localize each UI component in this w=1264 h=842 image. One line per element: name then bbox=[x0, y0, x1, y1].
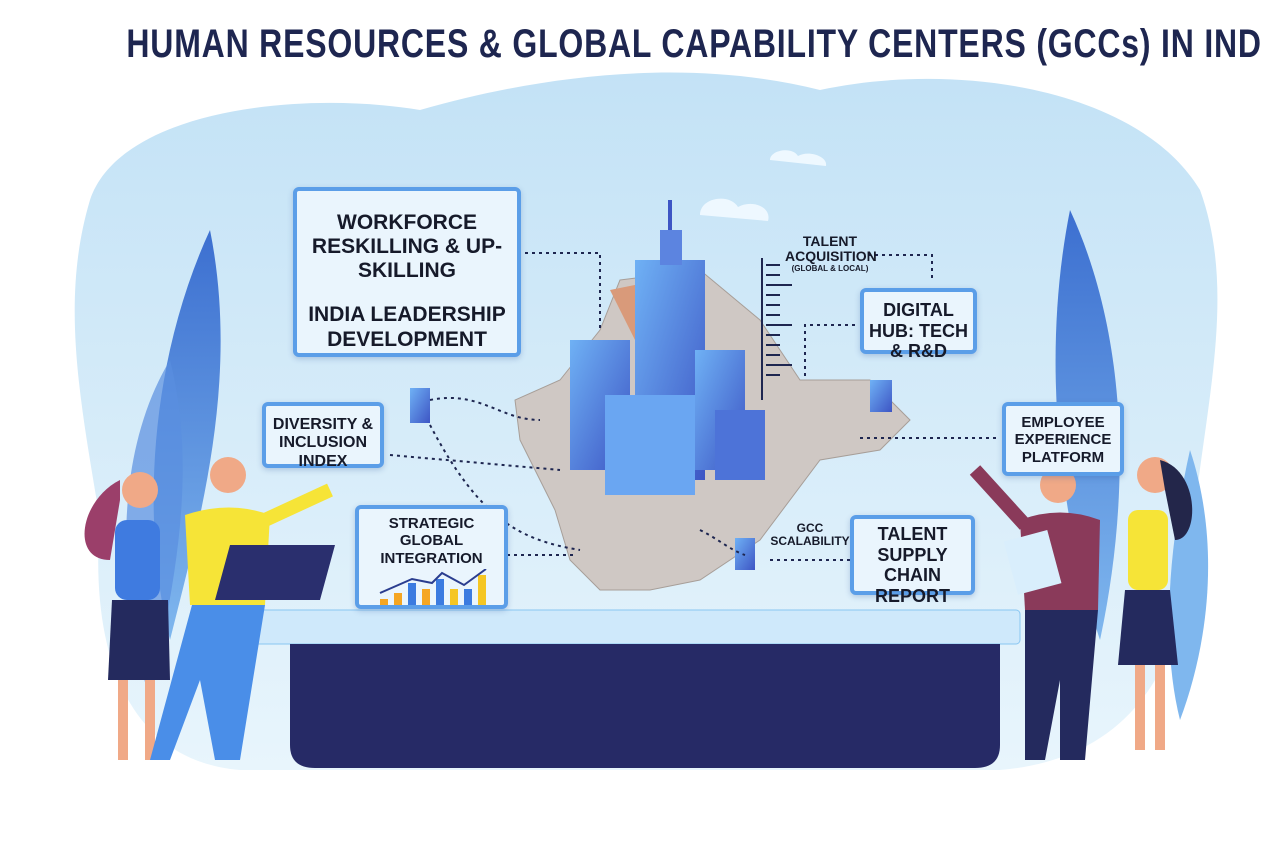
card-strategic: STRATEGIC GLOBAL INTEGRATION bbox=[355, 505, 508, 609]
table-top bbox=[249, 609, 1021, 645]
clipboard-icon bbox=[1003, 529, 1062, 595]
card-talent-supply: TALENT SUPPLY CHAIN REPORT bbox=[850, 515, 975, 606]
card-diversity: DIVERSITY & INCLUSION INDEX bbox=[262, 402, 384, 470]
card-strategic-label: STRATEGIC GLOBAL INTEGRATION bbox=[380, 515, 483, 567]
talent-acquisition-text: TALENT ACQUISITION bbox=[785, 233, 877, 265]
card-reskilling-leadership: WORKFORCE RESKILLING & UP-SKILLING INDIA… bbox=[293, 187, 521, 357]
bar-chart-icon bbox=[379, 567, 487, 605]
talent-acquisition-subtext: (GLOBAL & LOCAL) bbox=[791, 263, 869, 273]
table-body bbox=[290, 644, 1000, 768]
gcc-scalability-label: GCC SCALABILITY bbox=[770, 521, 850, 549]
person-woman-right bbox=[1118, 457, 1193, 750]
card-reskilling: WORKFORCE RESKILLING & UP-SKILLING bbox=[311, 211, 503, 283]
cloud-icon bbox=[770, 150, 827, 166]
talent-acquisition-label: TALENT ACQUISITION (GLOBAL & LOCAL) bbox=[785, 233, 877, 274]
laptop-icon bbox=[215, 545, 335, 600]
card-digital-hub: DIGITAL HUB: TECH & R&D bbox=[860, 288, 977, 361]
card-employee-experience: EMPLOYEE EXPERIENCE PLATFORM bbox=[1002, 402, 1124, 476]
page-title: HUMAN RESOURCES & GLOBAL CAPABILITY CENT… bbox=[126, 22, 1264, 66]
card-leadership: INDIA LEADERSHIP DEVELOPMENT bbox=[308, 303, 506, 351]
person-woman-left bbox=[84, 472, 170, 760]
cloud-icon bbox=[700, 198, 769, 221]
buildings bbox=[410, 200, 892, 570]
person-man-left bbox=[150, 457, 335, 760]
talent-scale bbox=[761, 258, 792, 400]
person-man-right bbox=[969, 465, 1100, 760]
